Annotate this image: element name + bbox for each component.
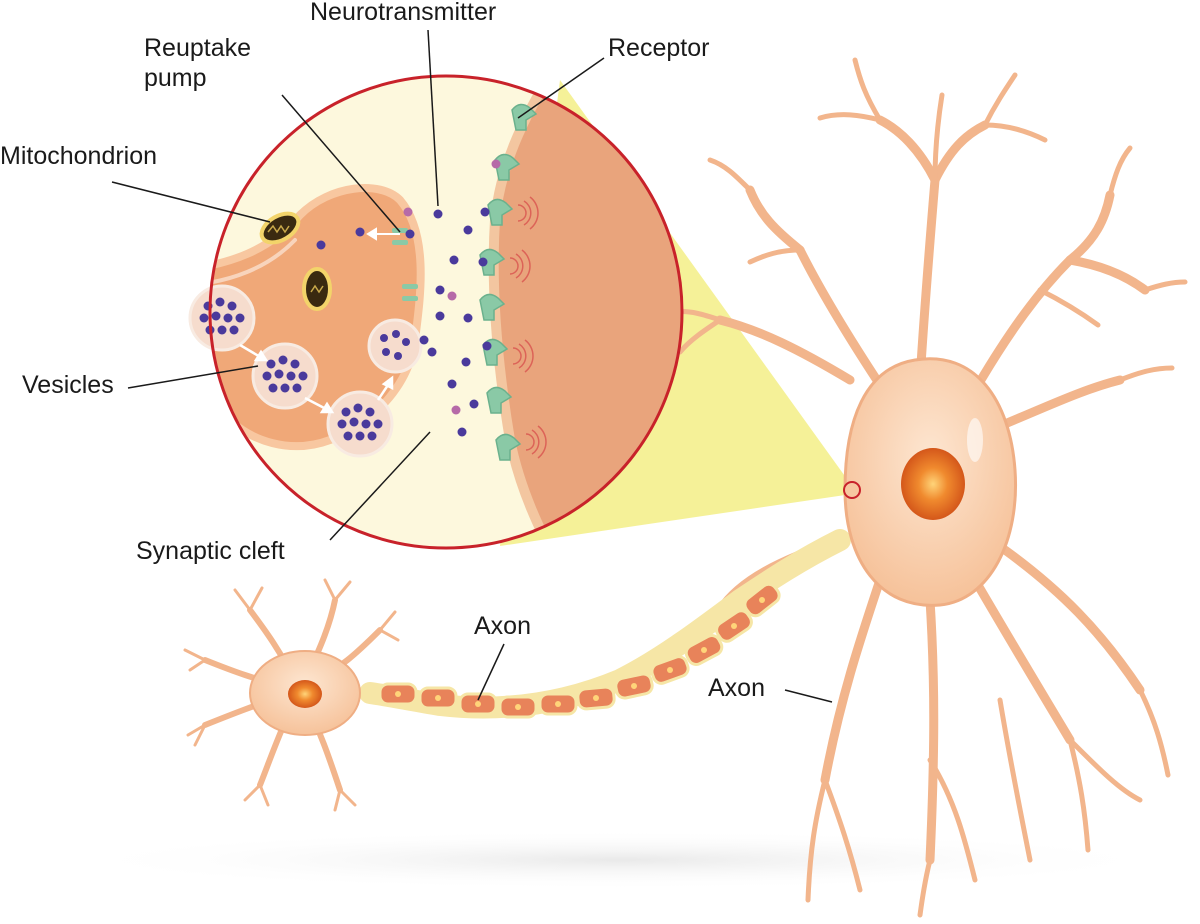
label-reuptake-pump-line1: Reuptake: [144, 34, 252, 62]
label-axon-top: Axon: [474, 612, 531, 640]
reuptake-arrow: [366, 227, 400, 241]
magnifier-border: [208, 74, 684, 550]
floor-shadow: [60, 830, 1180, 890]
reuptake-pumps: [392, 228, 418, 301]
mitochondrion-upper: [259, 211, 301, 245]
label-neurotransmitter: Neurotransmitter: [310, 0, 497, 26]
label-synaptic-cleft: Synaptic cleft: [136, 537, 285, 565]
myelin-sheath: [378, 582, 781, 719]
cleft-neurotransmitters: [316, 159, 501, 437]
synapse-marker: [843, 481, 861, 499]
mitochondrion-lower: [302, 267, 332, 311]
presynaptic-highlight: [210, 238, 297, 287]
label-mitochondrion: Mitochondrion: [0, 142, 158, 170]
label-axon-right: Axon: [708, 674, 765, 702]
leader-lines: [111, 29, 833, 703]
vesicle-neurotransmitters: [199, 297, 410, 441]
label-vesicles: Vesicles: [22, 371, 114, 399]
label-receptor: Receptor: [608, 34, 710, 62]
large-nucleus: [901, 448, 965, 520]
soma-highlight: [967, 418, 983, 462]
label-reuptake-pump-line2: pump: [144, 64, 207, 92]
vesicle-arrows: [239, 343, 394, 414]
small-nucleus: [288, 680, 322, 708]
signal-ripples: [509, 196, 547, 459]
